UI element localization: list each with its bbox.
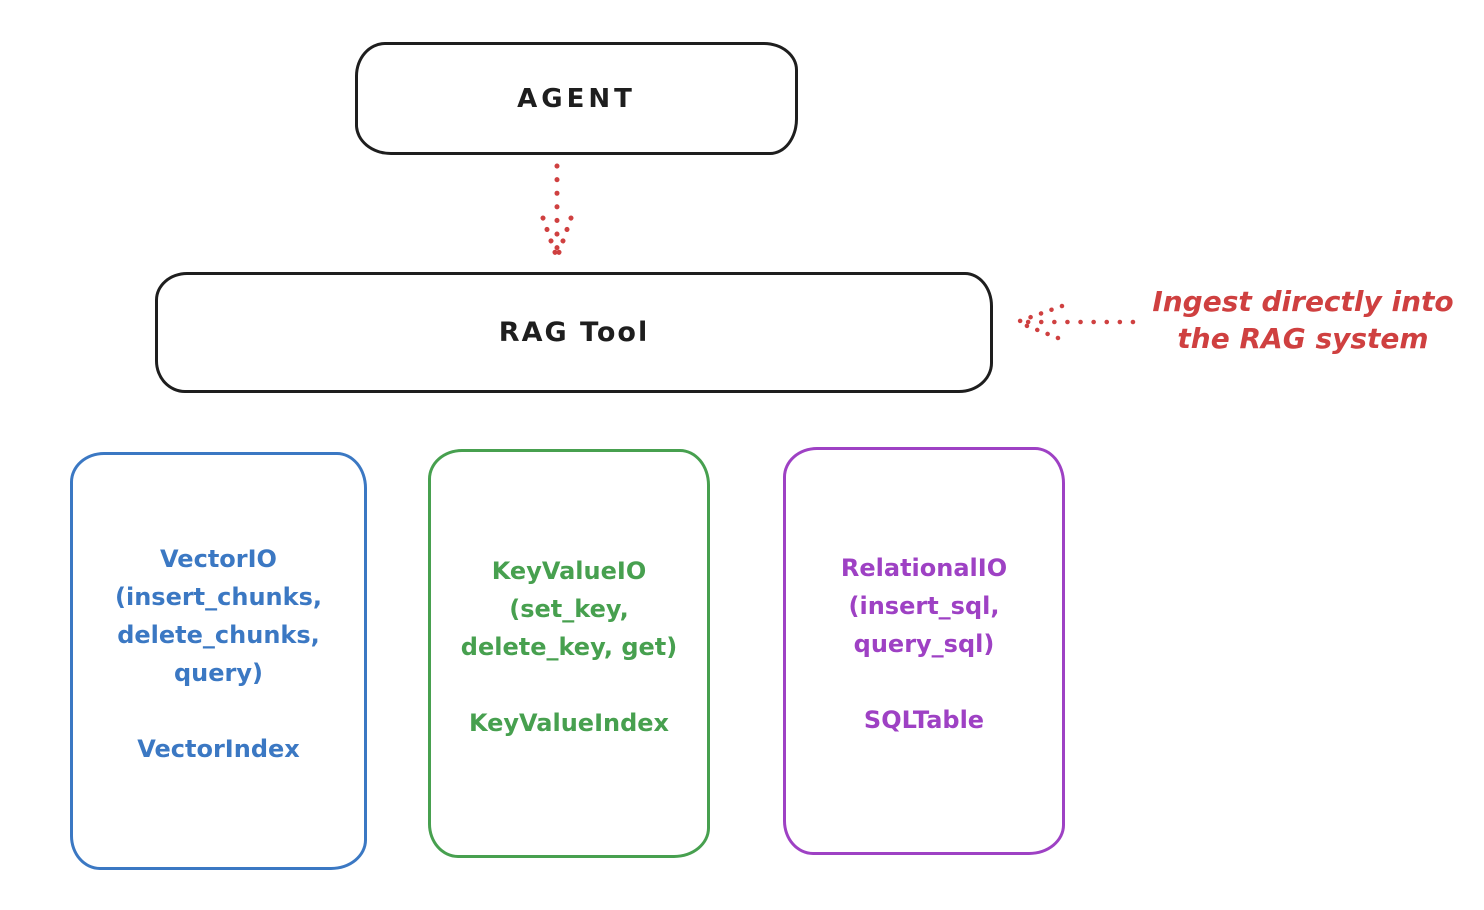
keyvalue-io-label: KeyValueIO (set_key, delete_key, get) bbox=[460, 556, 678, 661]
agent-node-label: AGENT bbox=[517, 83, 636, 114]
keyvalue-io-card: KeyValueIO (set_key, delete_key, get) Ke… bbox=[428, 449, 710, 858]
agent-node: AGENT bbox=[355, 42, 798, 155]
keyvalue-index-label: KeyValueIndex bbox=[468, 708, 670, 737]
vector-io-card: VectorIO (insert_chunks, delete_chunks, … bbox=[70, 452, 367, 870]
relational-io-card: RelationalIO (insert_sql, query_sql) SQL… bbox=[783, 447, 1065, 855]
sql-table-label: SQLTable bbox=[863, 706, 985, 734]
ingest-annotation-line2: the RAG system bbox=[1177, 322, 1429, 355]
ingest-annotation-line1: Ingest directly into bbox=[1152, 285, 1454, 318]
vector-index-label: VectorIndex bbox=[137, 735, 300, 763]
annotation-to-ragtool-arrow bbox=[1008, 298, 1140, 352]
rag-tool-node-label: RAG Tool bbox=[498, 317, 650, 348]
dotted-left-arrow-icon bbox=[1014, 303, 1136, 341]
agent-to-ragtool-arrow bbox=[531, 161, 583, 269]
dotted-down-arrow-icon bbox=[540, 163, 574, 261]
relational-io-label: RelationalIO (insert_sql, query_sql) bbox=[840, 554, 1008, 658]
ingest-annotation: Ingest directly into the RAG system bbox=[1135, 283, 1471, 357]
vector-io-label: VectorIO (insert_chunks, delete_chunks, … bbox=[115, 545, 322, 687]
rag-tool-node: RAG Tool bbox=[155, 272, 993, 393]
